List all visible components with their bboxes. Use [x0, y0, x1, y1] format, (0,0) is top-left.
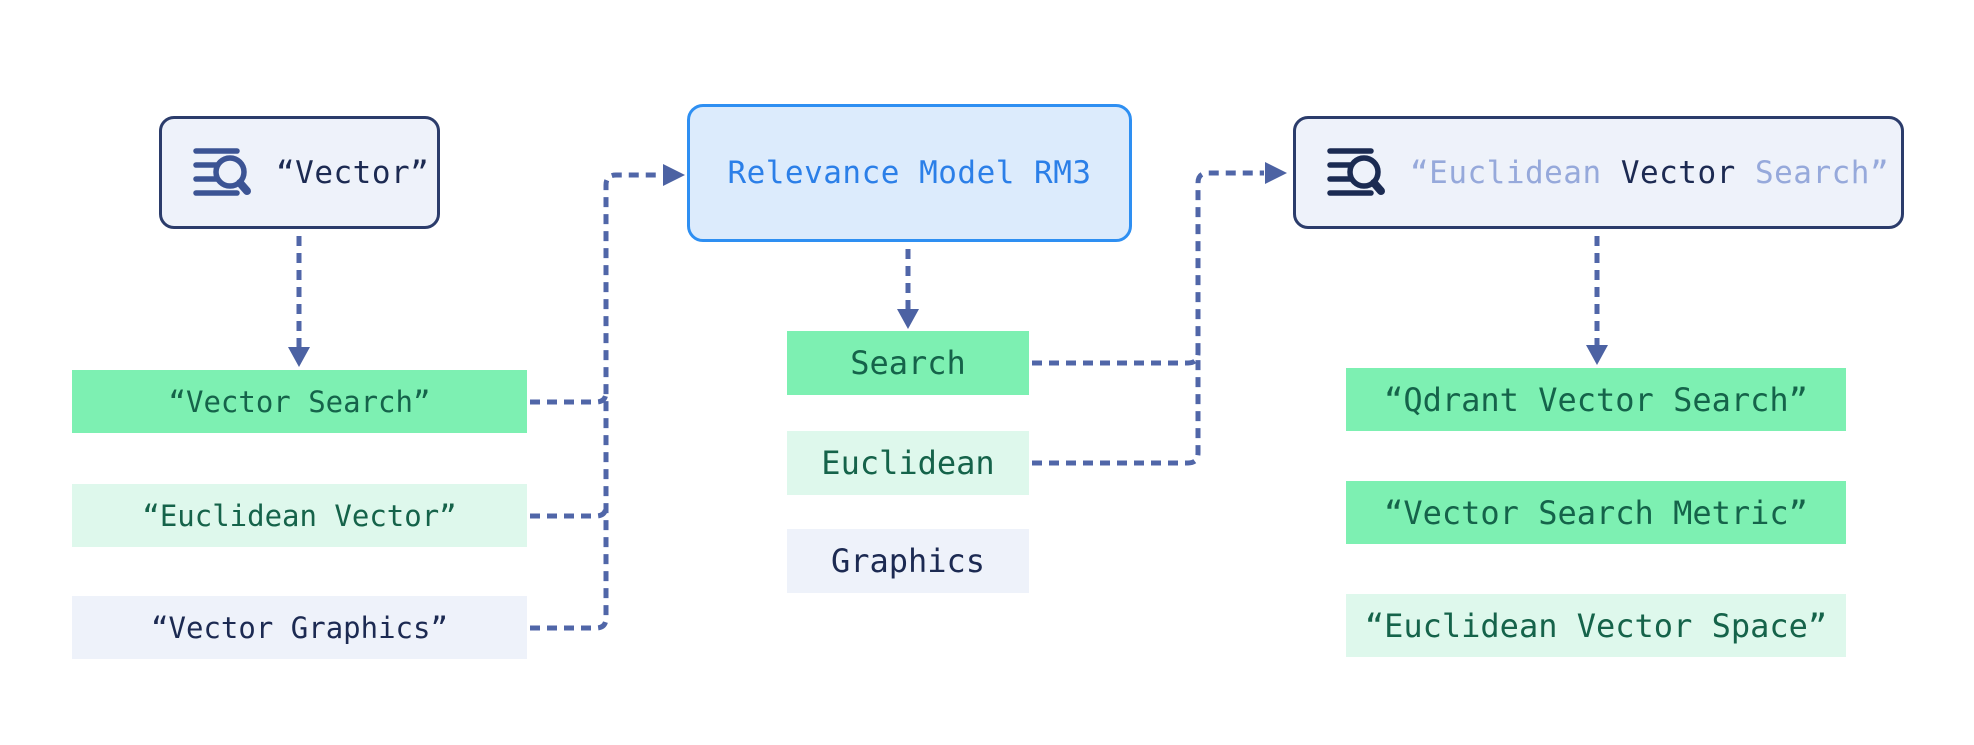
initial-query-box: “Vector” — [159, 116, 440, 229]
list-search-icon — [1327, 147, 1385, 196]
arrowhead-right-into-query — [1265, 162, 1287, 184]
connector-left-stub-1 — [530, 391, 609, 405]
term-pill-euclidean: Euclidean — [787, 431, 1029, 495]
result-pill-vector-search-metric: “Vector Search Metric” — [1346, 481, 1846, 544]
term-pill-graphics: Graphics — [787, 529, 1029, 593]
query-expanded-suffix: Search” — [1735, 154, 1890, 191]
expanded-query-text: “Euclidean Vector Search” — [1410, 155, 1889, 191]
arrowhead-down-model — [897, 309, 919, 329]
result-pill-euclidean-vector: “Euclidean Vector” — [72, 484, 527, 547]
arrowhead-right-into-model — [663, 164, 685, 186]
arrowhead-down-left — [288, 347, 310, 367]
connector-left-merge-main — [530, 172, 662, 631]
initial-query-text: “Vector” — [276, 154, 430, 191]
result-pill-vector-graphics: “Vector Graphics” — [72, 596, 527, 659]
relevance-model-box: Relevance Model RM3 — [687, 104, 1132, 242]
result-pill-euclidean-vector-space: “Euclidean Vector Space” — [1346, 594, 1846, 657]
arrowhead-down-right — [1586, 345, 1608, 365]
connector-mid-stub-1 — [1032, 352, 1201, 366]
query-original-term: Vector — [1620, 154, 1736, 191]
result-pill-vector-search: “Vector Search” — [72, 370, 527, 433]
query-expanded-prefix: “Euclidean — [1410, 154, 1621, 191]
connector-left-stub-2 — [530, 505, 609, 519]
term-pill-search: Search — [787, 331, 1029, 395]
list-search-icon — [193, 147, 251, 196]
expanded-query-box: “Euclidean Vector Search” — [1293, 116, 1904, 229]
result-pill-qdrant-vector-search: “Qdrant Vector Search” — [1346, 368, 1846, 431]
